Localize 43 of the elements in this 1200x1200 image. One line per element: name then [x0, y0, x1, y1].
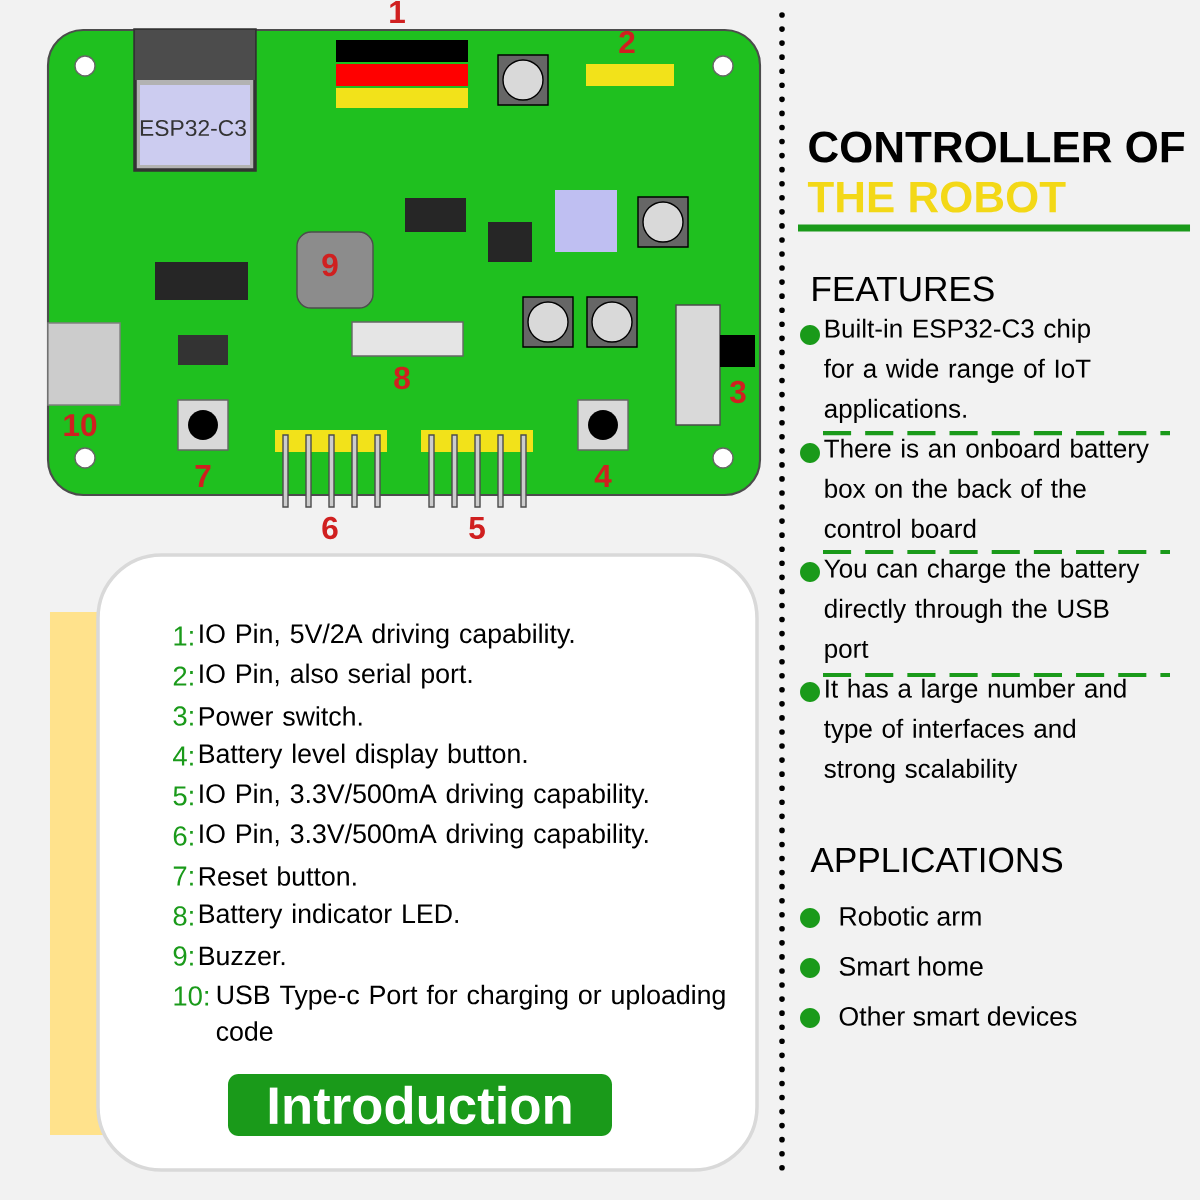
callout-number: 1 — [390, 1, 405, 23]
callout-number: 10 — [64, 413, 97, 437]
item-text: Buzzer. — [199, 946, 285, 966]
item-text: IO Pin, 3.3V/500mA driving capability. — [200, 783, 648, 809]
item-text: Power switch. — [199, 706, 362, 726]
callout-number: 3 — [729, 380, 746, 404]
item-number: 3: — [173, 706, 193, 726]
callout-number: 5 — [469, 516, 485, 540]
item-number: 4: — [173, 746, 193, 766]
feature-text: Built-in ESP32-C3 chip for a wide range of IoT applications. — [824, 318, 1091, 424]
item-text: Reset button. — [199, 866, 356, 886]
item-number: 8: — [173, 906, 193, 926]
chip-label: ESP32-C3 — [140, 119, 246, 137]
item-text: IO Pin, also serial port. — [200, 663, 472, 689]
callout-number: 8 — [394, 366, 410, 390]
callout-number: 6 — [322, 516, 338, 540]
item-number: 10: — [174, 986, 209, 1006]
feature-text: You can charge the battery directly through the USB port — [824, 558, 1140, 664]
item-text: IO Pin, 3.3V/500mA driving capability. — [200, 823, 648, 849]
section-heading: FEATURES — [813, 276, 994, 302]
feature-text: There is an onboard battery box on the back of the control board — [824, 438, 1149, 538]
item-text: USB Type-c Port for charging or uploading code — [216, 984, 725, 1041]
item-text: Battery indicator LED. — [199, 903, 458, 929]
section-heading: APPLICATIONS — [810, 847, 1063, 873]
item-number: 6: — [173, 826, 193, 846]
application-text: Robotic arm — [840, 906, 981, 926]
application-text: Other smart devices — [839, 1006, 1077, 1026]
callout-number: 2 — [619, 30, 635, 54]
title-button: Introduction — [228, 1073, 612, 1137]
item-number: 7: — [173, 866, 193, 886]
heading: THE ROBOT — [807, 181, 1066, 213]
item-number: 5: — [173, 786, 193, 806]
item-text: Battery level display button. — [199, 743, 527, 769]
item-number: 2: — [173, 666, 193, 686]
heading: CONTROLLER OF — [809, 131, 1185, 163]
callout-number: 9 — [322, 253, 338, 277]
application-text: Smart home — [839, 956, 983, 976]
item-number: 9: — [173, 946, 193, 966]
callout-number: 4 — [594, 465, 612, 487]
item-number: 1: — [174, 626, 193, 646]
callout-number: 7 — [195, 465, 211, 487]
feature-text: It has a large number and type of interfaces and strong scalability — [824, 678, 1126, 784]
item-text: IO Pin, 5V/2A driving capability. — [200, 623, 574, 649]
